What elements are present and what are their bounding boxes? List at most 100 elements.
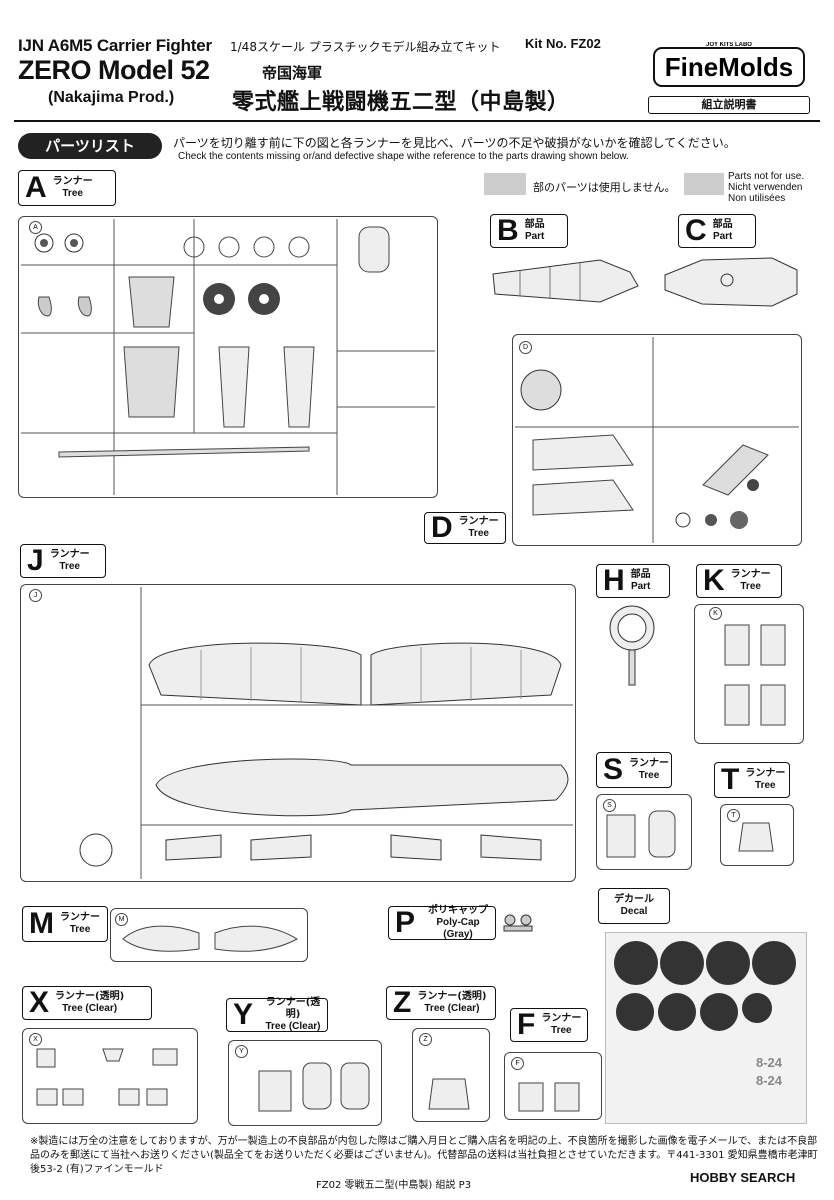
runner-t-letter: T [721, 763, 740, 796]
part-b-drawing [490, 252, 640, 318]
runner-t-tag: T [727, 809, 740, 822]
decal-roundel [752, 941, 796, 985]
runner-m-jp: ランナー [60, 912, 100, 923]
decal-code-1: 8-24 [756, 1055, 783, 1070]
runner-d-frame: D [512, 334, 802, 546]
part-b-letter: B [497, 214, 519, 247]
runner-x-jp: ランナー(透明) [55, 991, 125, 1002]
runner-f-en: Tree [551, 1025, 572, 1036]
runner-d-letter: D [431, 511, 453, 544]
runner-s-jp: ランナー [629, 758, 670, 769]
runner-m-letter: M [29, 907, 54, 940]
finemolds-logo: JOY KITS LABO FineMolds [650, 42, 810, 92]
decal-roundel [742, 993, 772, 1023]
runner-j-en: Tree [59, 561, 80, 572]
runner-z-frame: Z [412, 1028, 490, 1122]
runner-m-frame: M [110, 908, 308, 962]
runner-f-tag: F [511, 1057, 524, 1070]
runner-t-en: Tree [755, 780, 776, 791]
runner-f-jp: ランナー [541, 1013, 582, 1024]
decal-code-2: 8-24 [756, 1073, 783, 1088]
runner-f-frame: F [504, 1052, 602, 1120]
part-h-letter: H [603, 564, 625, 597]
runner-y-frame: Y [228, 1040, 382, 1126]
runner-t-jp: ランナー [745, 768, 786, 779]
runner-d-en: Tree [468, 528, 489, 539]
logo-tagline: JOY KITS LABO [706, 42, 752, 48]
manual-label: 組立説明書 [648, 96, 810, 114]
watermark: HOBBY SEARCH [690, 1170, 796, 1185]
runner-y-label: Y ランナー(透明)Tree (Clear) [226, 997, 328, 1032]
decal-sheet: 8-24 8-24 [605, 932, 807, 1124]
header-divider [14, 120, 820, 122]
parts-list-instruction-en: Check the contents missing or/and defect… [178, 151, 629, 162]
decal-jp: デカール [614, 894, 654, 905]
runner-z-tag: Z [419, 1033, 432, 1046]
runner-d-jp: ランナー [458, 516, 499, 527]
unused-note-jp: 部のパーツは使用しません。 [533, 181, 676, 194]
runner-x-tag: X [29, 1033, 42, 1046]
decal-roundel [614, 941, 658, 985]
kit-title-en: IJN A6M5 Carrier Fighter [18, 36, 212, 55]
page-footer: FZ02 零戦五二型(中島製) 組説 P3 [316, 1180, 472, 1191]
runner-a-tag: A [29, 221, 42, 234]
runner-a-en: Tree [62, 188, 83, 199]
part-b-jp: 部品 [524, 219, 545, 230]
runner-z-label: Z ランナー(透明)Tree (Clear) [386, 986, 496, 1020]
runner-m-en: Tree [69, 924, 91, 935]
runner-x-frame: X [22, 1028, 198, 1124]
logo-wordmark: FineMolds [665, 52, 794, 82]
runner-x-en: Tree (Clear) [62, 1003, 118, 1014]
unused-note-de: Nicht verwenden [728, 182, 803, 193]
decal-roundel [616, 993, 654, 1031]
runner-y-tag: Y [235, 1045, 248, 1058]
decal-roundel [700, 993, 738, 1031]
part-c-letter: C [685, 214, 707, 247]
runner-s-frame: S [596, 794, 692, 870]
runner-a-jp: ランナー [52, 176, 93, 187]
runner-f-letter: F [517, 1008, 536, 1041]
parts-list-instruction-jp: パーツを切り離す前に下の図と各ランナーを見比べ、パーツの不足や破損がないかを確認… [173, 136, 736, 150]
poly-cap-en: Poly-Cap (Gray) [436, 917, 480, 940]
kit-producer: (Nakajima Prod.) [48, 89, 175, 106]
runner-t-frame: T [720, 804, 794, 866]
runner-x-label: X ランナー(透明)Tree (Clear) [22, 986, 152, 1020]
decal-roundel [660, 941, 704, 985]
part-c-drawing [662, 250, 802, 316]
poly-cap-letter: P [395, 906, 416, 939]
runner-s-tag: S [603, 799, 616, 812]
runner-a-frame: A [18, 216, 438, 498]
runner-m-tag: M [115, 913, 128, 926]
unused-swatch [484, 173, 526, 195]
part-c-en: Part [712, 231, 733, 242]
unused-note-fr: Non utilisées [728, 193, 786, 204]
runner-k-en: Tree [740, 581, 761, 592]
defect-notice: ※製造には万全の注意をしておりますが、万が一製造上の不良部品が内包した際はご購入… [30, 1136, 818, 1175]
runner-j-jp: ランナー [49, 549, 90, 560]
runner-y-jp: ランナー(透明) [265, 997, 321, 1020]
unused-note-en: Parts not for use. [728, 171, 805, 182]
runner-k-frame: K [694, 604, 804, 744]
runner-s-letter: S [603, 753, 624, 786]
kit-title-jp-line1: 帝国海軍 [262, 64, 323, 82]
decal-roundel [658, 993, 696, 1031]
part-h-jp: 部品 [630, 569, 651, 580]
runner-k-letter: K [703, 564, 725, 597]
runner-x-letter: X [29, 986, 50, 1019]
runner-z-jp: ランナー(透明) [417, 991, 487, 1002]
poly-cap-drawing [500, 910, 536, 934]
runner-j-tag: J [29, 589, 42, 602]
part-h-drawing [604, 600, 664, 690]
scale-text: 1/48スケール プラスチックモデル組み立てキット [230, 40, 501, 54]
